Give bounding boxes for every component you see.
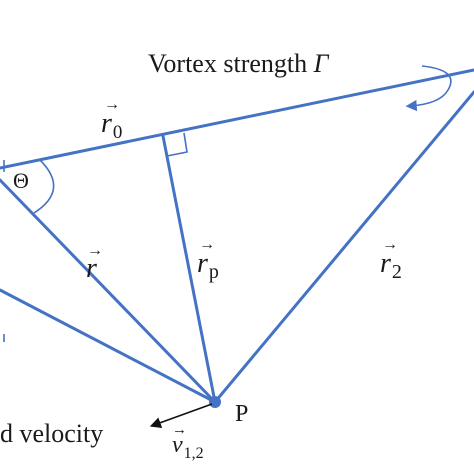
r-vector-line [0,178,217,404]
theta-label: Θ [13,168,29,193]
point-p-dot [209,396,221,408]
point-p-label: P [235,401,248,427]
vortex-strength-label: Vortex strength Γ [148,49,330,78]
r1-vector-line [0,288,217,404]
rp-vector-mark: → [199,236,215,253]
theta-arc [33,159,55,214]
v12-vector-mark: → [172,422,187,438]
r2-vector-mark: → [382,236,398,253]
r2-label: r2 [380,248,402,283]
r0-vector-mark: → [104,96,120,113]
rp-vector-line [161,134,217,404]
v12-label: v1,2 [172,432,204,462]
right-angle-icon [166,132,188,157]
r2-vector-line [213,90,474,404]
rp-label: rp [197,248,219,283]
rotation-arrow-icon [405,65,452,112]
vortex-filament-line [0,68,474,170]
r0-label: r0 [101,108,122,143]
r-label: r [86,253,97,284]
velocity-arrow-icon [149,403,213,428]
induced-velocity-label: d velocity [0,419,103,448]
r-vector-mark: → [87,242,103,259]
